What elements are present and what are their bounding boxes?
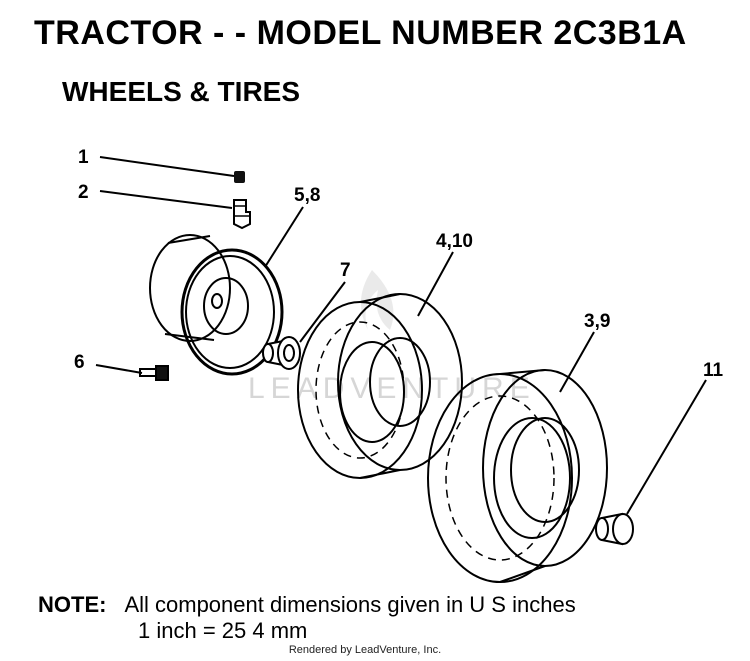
part-bushing[interactable]: [262, 336, 301, 370]
watermark-text: LEADVENTURE: [248, 372, 536, 405]
callout-5-8: 5,8: [294, 185, 320, 206]
section-subtitle: WHEELS & TIRES: [62, 76, 301, 107]
callout-11: 11: [703, 360, 724, 381]
part-valve-cap[interactable]: [234, 171, 245, 183]
callout-4-10: 4,10: [436, 231, 473, 252]
part-hub-cap[interactable]: [595, 512, 634, 546]
note-line-2: 1 inch = 25 4 mm: [138, 618, 308, 643]
callout-3-9: 3,9: [584, 311, 610, 332]
note-label: NOTE:: [38, 592, 107, 617]
callout-2: 2: [78, 182, 89, 203]
note-line-1: All component dimensions given in U S in…: [124, 592, 576, 617]
part-tire-rear[interactable]: [427, 369, 608, 583]
part-wheel-rim[interactable]: [149, 234, 284, 376]
part-tire-front[interactable]: [297, 293, 463, 479]
callout-1: 1: [78, 147, 89, 168]
note: NOTE: All component dimensions given in U…: [38, 592, 576, 618]
footer-credit: Rendered by LeadVenture, Inc.: [288, 644, 442, 656]
page-title: TRACTOR - - MODEL NUMBER 2C3B1A: [34, 14, 687, 52]
callout-leaders: [95, 156, 707, 515]
part-bolt[interactable]: [139, 365, 169, 381]
callout-6: 6: [74, 352, 85, 373]
part-valve-stem[interactable]: [233, 199, 251, 230]
callout-7: 7: [340, 260, 351, 281]
